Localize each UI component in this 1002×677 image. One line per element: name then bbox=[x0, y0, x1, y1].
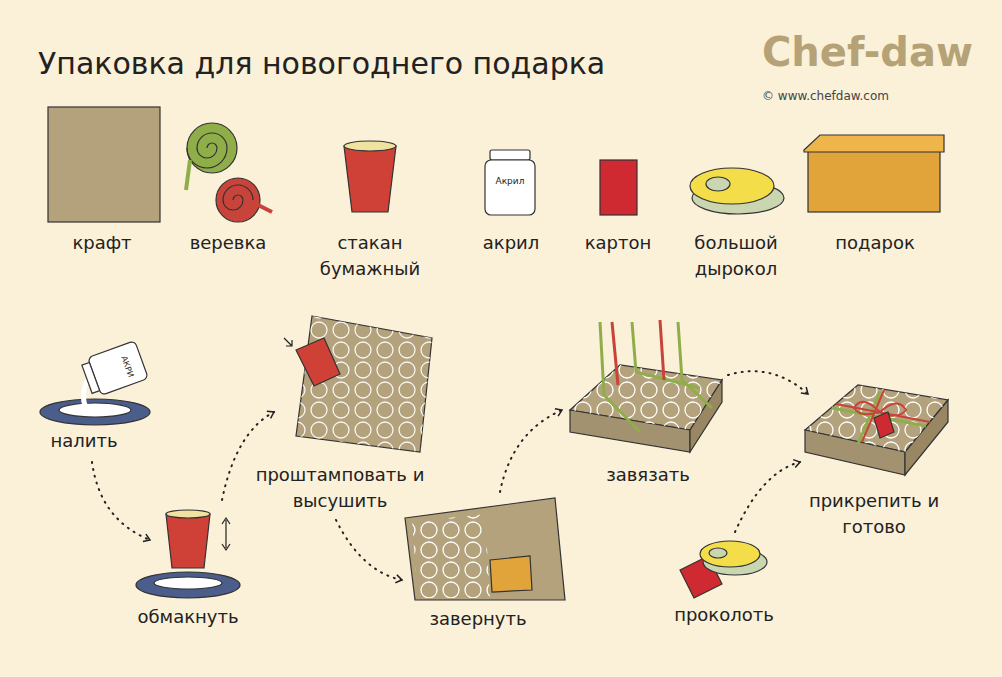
stamped-kraft bbox=[284, 338, 292, 346]
item-label: стакан бумажный bbox=[315, 230, 425, 282]
tied-box bbox=[612, 320, 664, 385]
dotted-arrows bbox=[92, 462, 150, 540]
final-gift bbox=[805, 385, 948, 452]
pour-plate bbox=[40, 341, 150, 425]
wrapping bbox=[412, 514, 490, 598]
dip-cup bbox=[222, 518, 230, 550]
gift-box bbox=[808, 150, 940, 212]
paper-cup bbox=[344, 141, 396, 151]
dotted-arrows bbox=[735, 462, 800, 532]
stamped-kraft bbox=[296, 338, 340, 386]
pour-plate bbox=[83, 379, 88, 408]
gift-box bbox=[804, 135, 944, 152]
cardboard bbox=[600, 160, 637, 215]
final-gift bbox=[805, 385, 948, 475]
step-label: проштамповать и высушить bbox=[250, 462, 430, 514]
dotted-arrows bbox=[336, 520, 402, 580]
punch-tag bbox=[680, 541, 767, 598]
final-gift bbox=[836, 390, 930, 442]
rope-rolls bbox=[186, 123, 272, 222]
dip-cup bbox=[136, 572, 240, 598]
punch-tag bbox=[709, 548, 727, 558]
gift-box bbox=[804, 135, 944, 212]
copyright: © www.chefdaw.com bbox=[762, 88, 982, 105]
stamped-kraft bbox=[296, 316, 432, 452]
kraft-sheet bbox=[48, 107, 160, 222]
logo: Chef-daw bbox=[762, 28, 1002, 76]
final-gift bbox=[874, 412, 894, 438]
kraft-sheet bbox=[48, 107, 160, 222]
dip-cup bbox=[166, 514, 210, 568]
final-gift bbox=[854, 402, 906, 416]
rope-rolls bbox=[186, 160, 190, 190]
cardboard bbox=[600, 160, 637, 215]
step-label: завязать bbox=[588, 462, 708, 488]
rope-rolls bbox=[187, 133, 227, 168]
item-label: картон bbox=[568, 230, 668, 256]
item-label: акрил bbox=[461, 230, 561, 256]
jar-text: Акрил bbox=[486, 176, 534, 187]
dotted-arrows bbox=[222, 412, 274, 500]
item-label: крафт bbox=[47, 230, 157, 256]
paper-cup bbox=[344, 146, 396, 212]
hole-punch bbox=[690, 168, 774, 204]
stamped-kraft bbox=[284, 316, 432, 452]
pour-plate bbox=[59, 403, 131, 417]
rope-rolls bbox=[187, 123, 237, 173]
stamped-kraft bbox=[296, 316, 432, 452]
punch-tag bbox=[700, 541, 760, 567]
rope-rolls bbox=[216, 178, 260, 222]
wrapping bbox=[490, 556, 532, 592]
step-label: проколоть bbox=[659, 602, 789, 628]
item-label: большой дырокол bbox=[681, 230, 791, 282]
wrapping bbox=[405, 498, 565, 600]
title: Упаковка для новогоднего подарка bbox=[38, 44, 658, 83]
wrapping bbox=[405, 498, 565, 600]
pour-plate bbox=[40, 399, 150, 425]
acrylic-jar bbox=[485, 160, 535, 215]
step-label: прикрепить и готово bbox=[789, 488, 959, 540]
rope-rolls bbox=[258, 205, 272, 212]
dip-cup bbox=[136, 510, 240, 598]
acrylic-jar bbox=[485, 150, 535, 215]
tied-box bbox=[570, 320, 722, 452]
pour-plate bbox=[80, 341, 148, 398]
rope-rolls bbox=[223, 185, 253, 210]
dotted-arrows bbox=[500, 410, 562, 492]
dip-cup bbox=[154, 577, 222, 589]
step-label: завернуть bbox=[413, 606, 543, 632]
acrylic-jar bbox=[490, 150, 530, 160]
hole-punch bbox=[690, 168, 784, 214]
pour-plate bbox=[82, 362, 100, 393]
step-label: обмакнуть bbox=[123, 604, 253, 630]
dotted-arrows bbox=[728, 371, 808, 394]
dip-cup bbox=[166, 510, 210, 518]
dotted-arrows bbox=[92, 371, 808, 580]
item-label: подарок bbox=[820, 230, 930, 256]
hole-punch bbox=[706, 177, 730, 191]
item-label: веревка bbox=[173, 230, 283, 256]
step-label: налить bbox=[29, 428, 139, 454]
paper-cup bbox=[344, 141, 396, 212]
